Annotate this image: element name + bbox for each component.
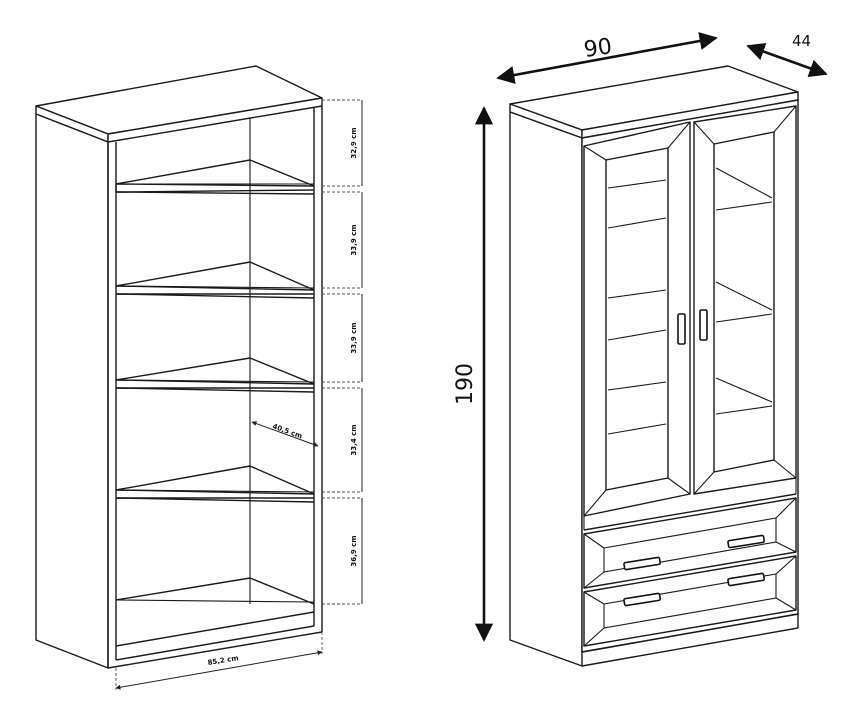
shelf-height-label-3: 33,9 cm <box>350 322 358 353</box>
cabinet-depth-label: 44 <box>792 32 811 50</box>
right-glass-door[interactable] <box>693 105 797 495</box>
upper-drawer-right-handle[interactable] <box>727 534 765 549</box>
right-door-handle[interactable] <box>699 309 708 341</box>
cabinet-height-label: 190 <box>453 363 478 405</box>
width-label: 85,2 cm <box>207 654 239 667</box>
lower-drawer-right-handle[interactable] <box>727 572 765 587</box>
open-bookcase-drawing <box>35 65 323 669</box>
left-glass-door[interactable] <box>583 121 691 517</box>
left-door-handle[interactable] <box>677 313 686 345</box>
cabinet-depth-dimension: 44 <box>746 32 828 78</box>
shelf-height-label-4: 33,4 cm <box>350 424 358 455</box>
depth-dimension: 40,5 cm <box>251 421 319 447</box>
depth-label: 40,5 cm <box>271 422 303 440</box>
cabinet-height-dimension: 190 <box>453 106 494 642</box>
lower-drawer[interactable] <box>583 555 797 647</box>
shelf-height-label-5: 36,9 cm <box>350 535 358 566</box>
upper-drawer[interactable] <box>583 497 797 589</box>
shelf-height-label-2: 33,9 cm <box>350 224 358 255</box>
lower-drawer-left-handle[interactable] <box>623 592 661 607</box>
cabinet-width-dimension: 90 <box>496 32 718 84</box>
glass-cabinet-drawing <box>509 65 799 667</box>
cabinet-width-label: 90 <box>582 34 613 63</box>
upper-drawer-left-handle[interactable] <box>623 556 661 571</box>
shelf-height-dimensions: 32,9 cm 33,9 cm 33,9 cm 33,4 cm 36,9 cm <box>322 99 363 605</box>
shelf-height-label-1: 32,9 cm <box>350 127 358 158</box>
shelf-5 <box>115 577 315 605</box>
shelf-1 <box>115 159 315 193</box>
